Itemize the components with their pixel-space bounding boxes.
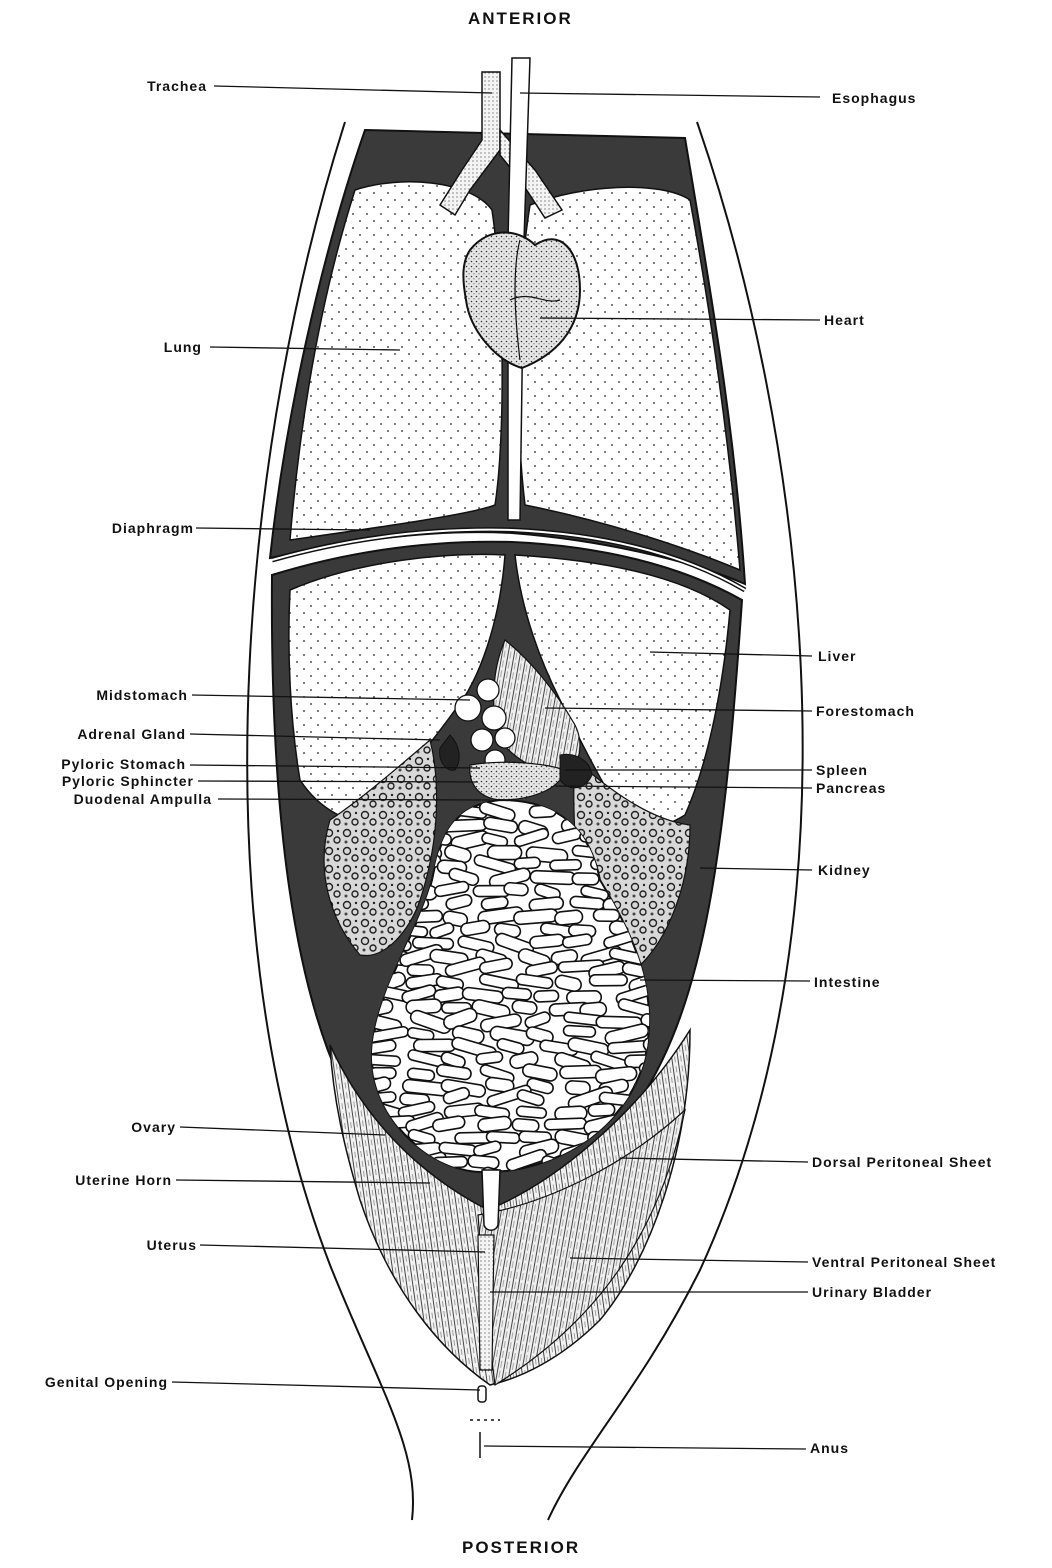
intestine-coil (588, 1103, 615, 1116)
label-pancreas: Pancreas (816, 780, 886, 796)
label-genital-opening: Genital Opening (45, 1374, 168, 1390)
intestine-coil (572, 873, 599, 885)
intestine-coil (502, 987, 532, 1000)
label-kidney: Kidney (818, 862, 871, 878)
anus-mark (470, 1420, 500, 1458)
label-diaphragm: Diaphragm (112, 520, 194, 536)
intestine-coil (512, 1000, 538, 1016)
intestine-coil (544, 1118, 586, 1130)
intestine-coil (504, 882, 529, 896)
left-lung (290, 182, 502, 540)
intestine-coil (468, 1155, 500, 1170)
intestine-coil (550, 859, 582, 870)
intestine-coil (570, 896, 605, 910)
intestine-coil (593, 909, 619, 921)
label-midstomach: Midstomach (96, 687, 188, 703)
intestine-coil (563, 1025, 596, 1037)
uterus-shape (482, 1170, 500, 1230)
intestine-coil (516, 1106, 547, 1119)
label-esophagus: Esophagus (832, 90, 916, 106)
label-duodenal-ampulla: Duodenal Ampulla (74, 791, 212, 807)
label-pyloric-sphincter: Pyloric Sphincter (62, 773, 194, 789)
label-pyloric-stomach: Pyloric Stomach (61, 756, 186, 772)
label-uterus: Uterus (147, 1237, 197, 1253)
label-heart: Heart (824, 312, 865, 328)
label-adrenal-gland: Adrenal Gland (77, 726, 186, 742)
intestine-coil (554, 910, 583, 926)
label-liver: Liver (818, 648, 856, 664)
intestine-coil (589, 975, 627, 986)
label-uterine-horn: Uterine Horn (75, 1172, 172, 1188)
intestine-coil (512, 1118, 539, 1132)
label-ovary: Ovary (131, 1119, 176, 1135)
intestine-coil (530, 870, 576, 884)
intestine-coil (487, 846, 521, 860)
intestine-coil (529, 934, 564, 949)
genital-opening-mark (478, 1386, 486, 1402)
intestine-coil (414, 1039, 456, 1052)
urinary-bladder-shape (478, 1235, 494, 1370)
label-spleen: Spleen (816, 762, 868, 778)
label-lung: Lung (164, 339, 202, 355)
intestine-coil (534, 990, 559, 1002)
label-intestine: Intestine (814, 974, 881, 990)
intestine-coil (513, 908, 558, 924)
anterior-label: ANTERIOR (468, 9, 573, 29)
label-urinary-bladder: Urinary Bladder (812, 1284, 932, 1300)
label-ventral-peritoneal-sheet: Ventral Peritoneal Sheet (812, 1254, 996, 1270)
label-forestomach: Forestomach (816, 703, 915, 719)
label-trachea: Trachea (147, 78, 207, 94)
posterior-label: POSTERIOR (462, 1538, 580, 1558)
label-dorsal-peritoneal-sheet: Dorsal Peritoneal Sheet (812, 1154, 992, 1170)
label-anus: Anus (810, 1440, 849, 1456)
intestine-coil (514, 857, 541, 869)
